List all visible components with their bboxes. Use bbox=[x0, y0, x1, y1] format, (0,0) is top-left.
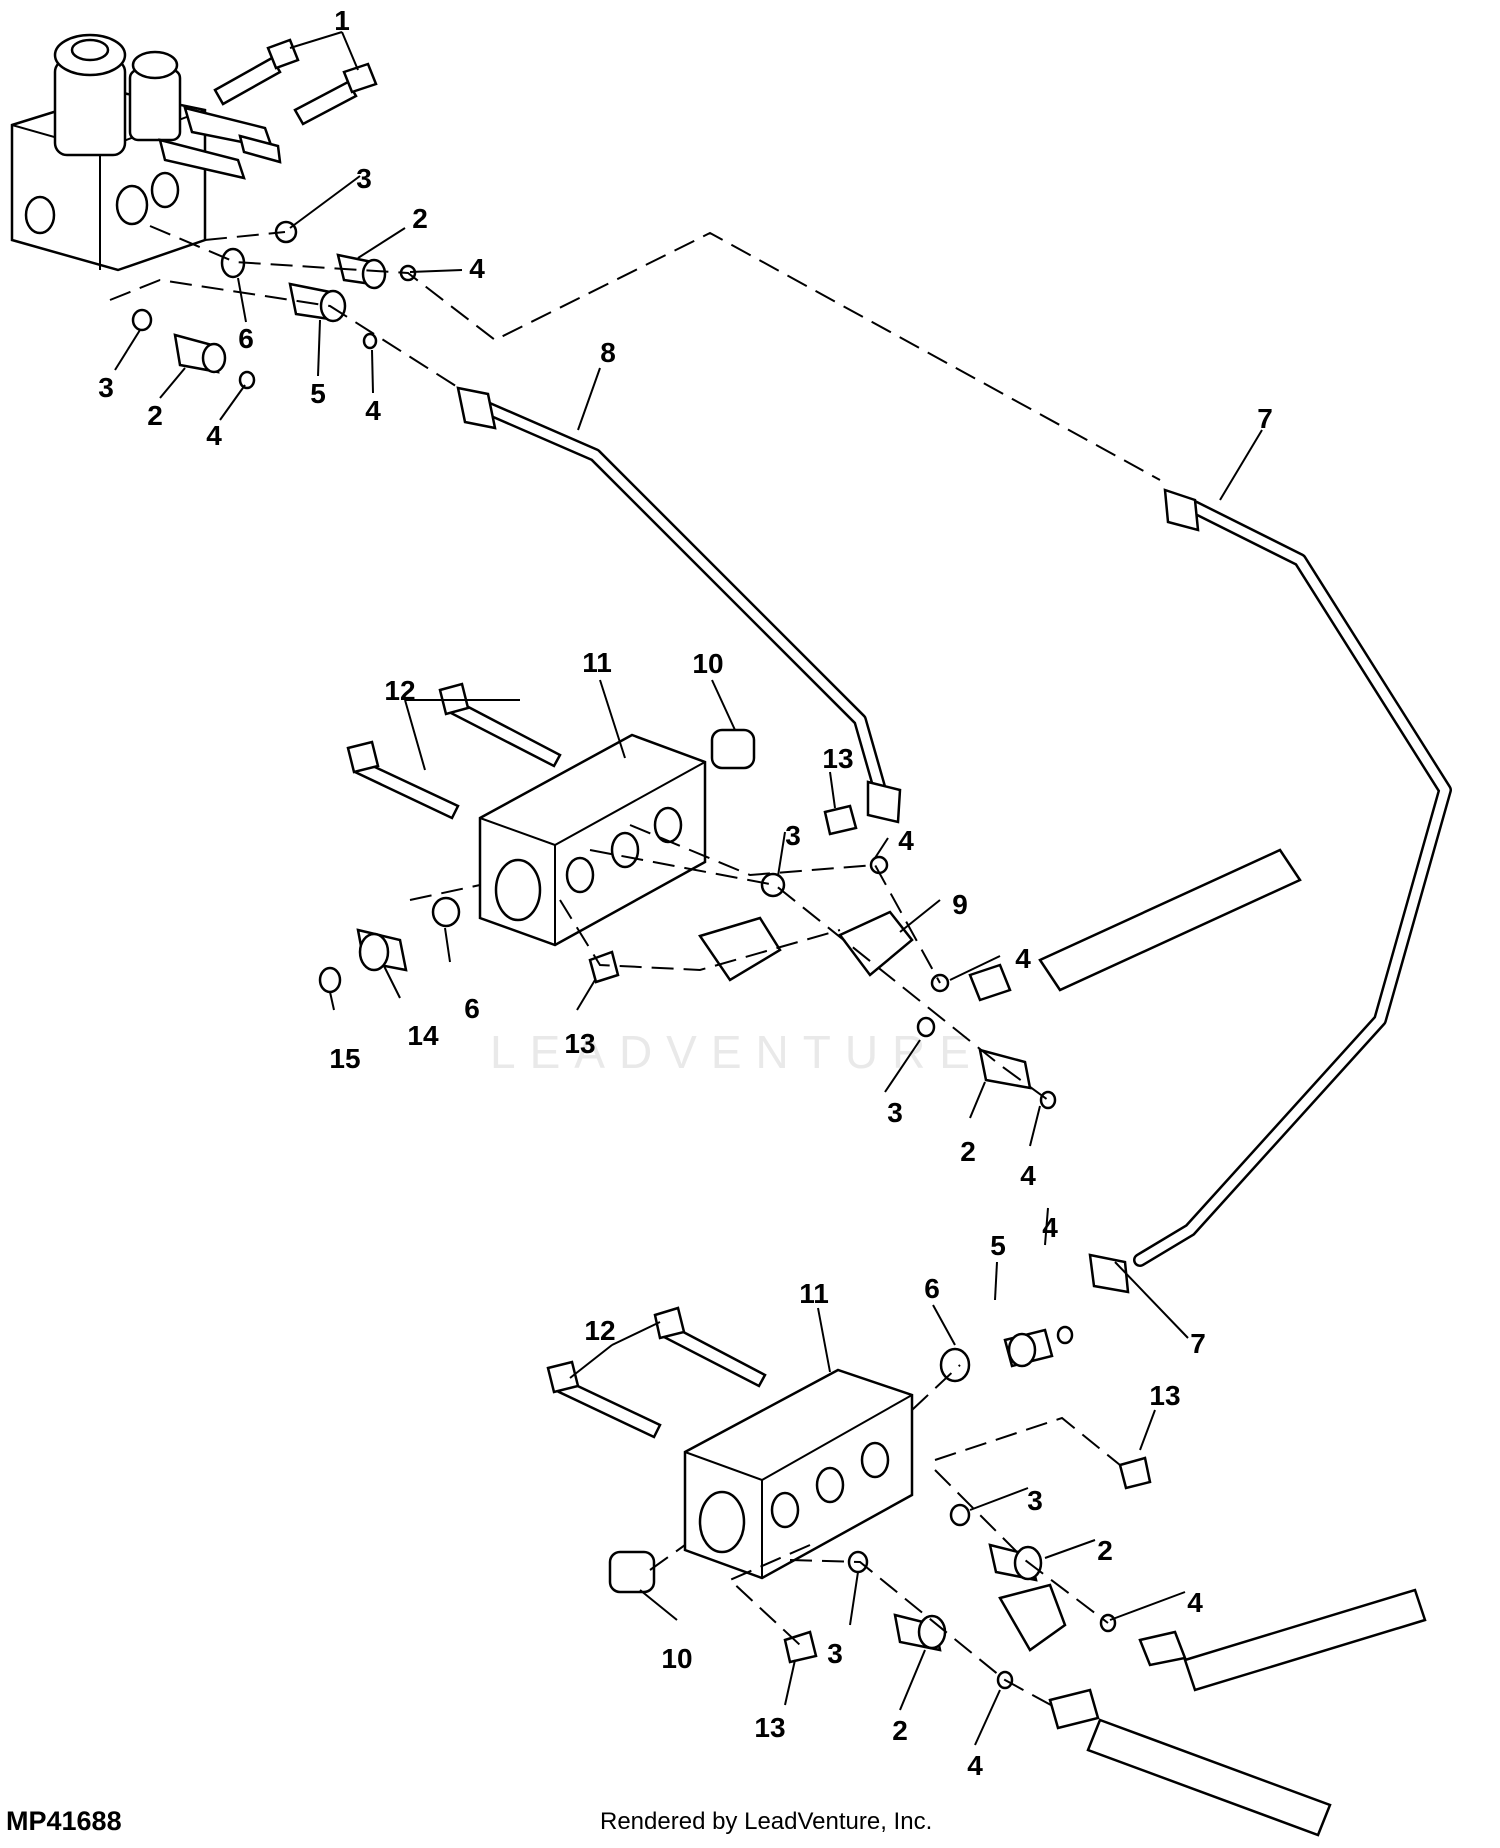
callout-4: 4 bbox=[206, 420, 222, 451]
callout-13: 13 bbox=[754, 1712, 785, 1743]
callout-3: 3 bbox=[1027, 1485, 1043, 1516]
callout-10: 10 bbox=[692, 648, 723, 679]
callout-4: 4 bbox=[1015, 943, 1031, 974]
callout-11: 11 bbox=[799, 1278, 829, 1309]
callout-6: 6 bbox=[924, 1273, 940, 1304]
callout-3: 3 bbox=[827, 1638, 843, 1669]
bolt-pair-1 bbox=[213, 38, 378, 126]
callout-labels: 1 3 2 4 6 3 2 4 5 4 8 7 12 11 10 13 3 4 … bbox=[98, 5, 1273, 1781]
callout-6: 6 bbox=[238, 323, 254, 354]
callout-2: 2 bbox=[1097, 1535, 1113, 1566]
callout-4: 4 bbox=[1187, 1587, 1203, 1618]
callout-4: 4 bbox=[1042, 1212, 1058, 1243]
callout-13: 13 bbox=[1149, 1380, 1180, 1411]
solenoid-valve-assembly bbox=[10, 33, 282, 272]
top-fittings bbox=[131, 220, 417, 390]
callout-13: 13 bbox=[564, 1028, 595, 1059]
callout-4: 4 bbox=[365, 395, 381, 426]
callout-4: 4 bbox=[1020, 1160, 1036, 1191]
callout-7: 7 bbox=[1257, 403, 1273, 434]
callout-3: 3 bbox=[98, 372, 114, 403]
callout-5: 5 bbox=[310, 378, 326, 409]
callout-15: 15 bbox=[329, 1043, 360, 1074]
callout-14: 14 bbox=[407, 1020, 439, 1051]
callout-3: 3 bbox=[356, 163, 372, 194]
callout-2: 2 bbox=[147, 400, 163, 431]
callout-13: 13 bbox=[822, 743, 853, 774]
callout-6: 6 bbox=[464, 993, 480, 1024]
callout-2: 2 bbox=[412, 203, 428, 234]
render-credit: Rendered by LeadVenture, Inc. bbox=[600, 1808, 933, 1835]
leader-lines bbox=[114, 31, 1263, 1746]
callout-10: 10 bbox=[661, 1643, 692, 1674]
callout-3: 3 bbox=[785, 820, 801, 851]
callout-4: 4 bbox=[469, 253, 485, 284]
manifold-block-lower bbox=[683, 1368, 914, 1580]
callout-2: 2 bbox=[960, 1136, 976, 1167]
callout-9: 9 bbox=[952, 889, 968, 920]
callout-12: 12 bbox=[584, 1315, 615, 1346]
manifold-block-middle bbox=[478, 733, 707, 947]
callout-11: 11 bbox=[582, 647, 612, 678]
callout-4: 4 bbox=[967, 1750, 983, 1781]
callout-4: 4 bbox=[898, 825, 914, 856]
callout-7: 7 bbox=[1190, 1328, 1206, 1359]
callout-3: 3 bbox=[887, 1097, 903, 1128]
callout-2: 2 bbox=[892, 1715, 908, 1746]
watermark: LEADVENTURE bbox=[490, 1026, 984, 1078]
figure-id: MP41688 bbox=[6, 1806, 122, 1836]
callout-12: 12 bbox=[384, 675, 415, 706]
callout-8: 8 bbox=[600, 337, 616, 368]
callout-5: 5 bbox=[990, 1230, 1006, 1261]
callout-1: 1 bbox=[334, 5, 350, 36]
